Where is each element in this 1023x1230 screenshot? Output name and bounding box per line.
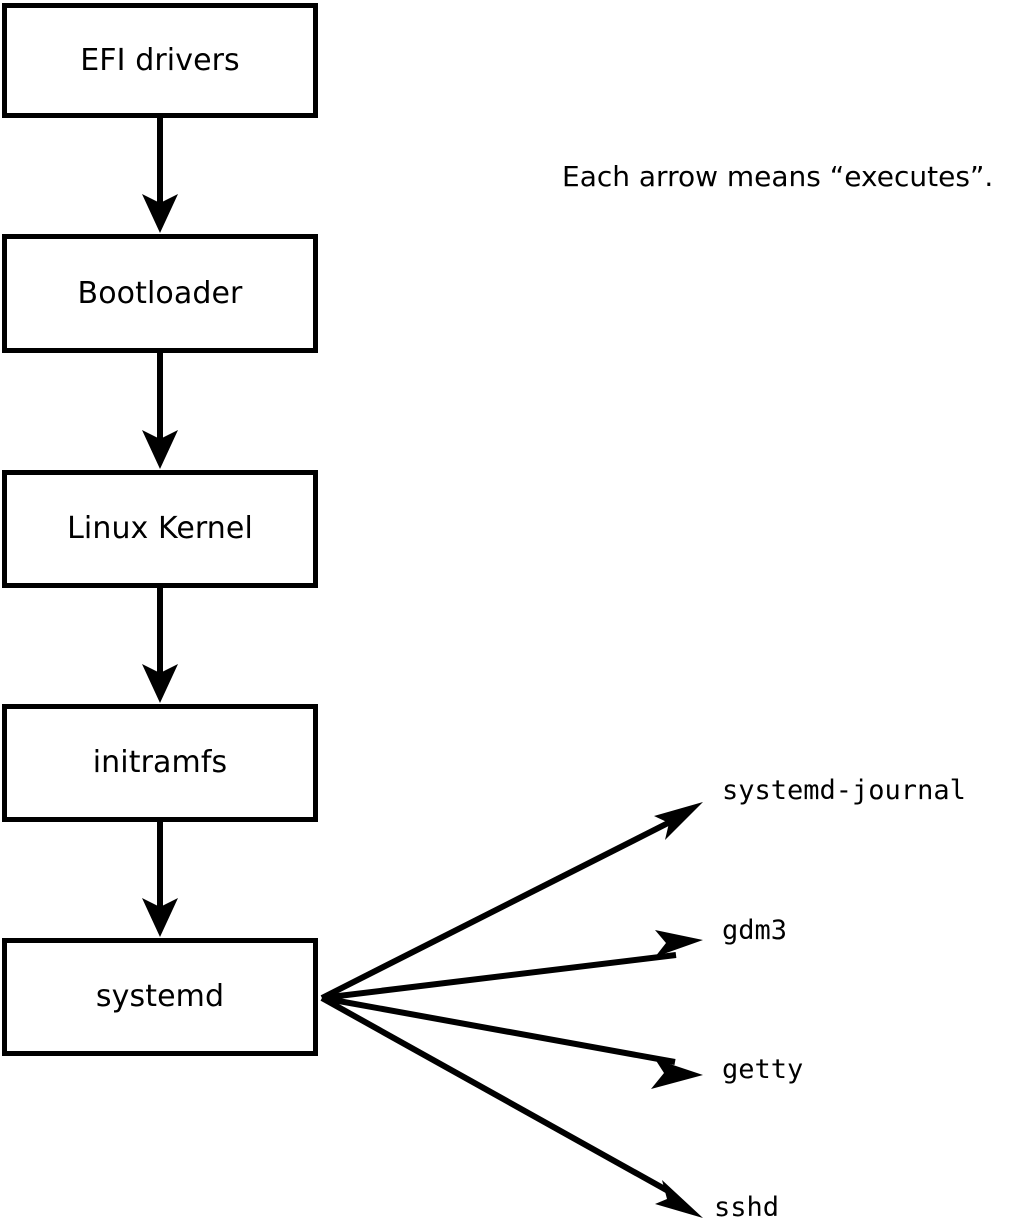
boot-stage-box-efi-drivers[interactable]: EFI drivers [2,3,318,118]
boot-stage-box-systemd[interactable]: systemd [2,938,318,1056]
chain-arrow-efi-to-bootloader [142,117,178,233]
legend-note: Each arrow means “executes”. [562,160,994,193]
process-label-gdm3[interactable]: gdm3 [722,915,788,946]
chain-arrow-initramfs-to-systemd [142,821,178,937]
boot-stage-label: initramfs [92,745,228,780]
boot-stage-label: EFI drivers [80,42,240,78]
chain-arrow-kernel-to-initramfs [142,587,178,703]
boot-stage-box-initramfs[interactable]: initramfs [2,704,318,822]
boot-stage-label: systemd [95,979,225,1014]
boot-stage-box-linux-kernel[interactable]: Linux Kernel [2,470,318,588]
boot-stage-label: Linux Kernel [67,511,253,546]
process-label-systemd-journal[interactable]: systemd-journal [722,775,966,806]
process-label-getty[interactable]: getty [722,1054,804,1085]
fanout-arrow-systemd-journal [320,802,703,1001]
fanout-arrow-gdm3 [321,930,703,1001]
process-label-sshd[interactable]: sshd [714,1192,780,1223]
fanout-arrow-sshd [320,995,703,1218]
boot-stage-label: Bootloader [77,275,243,311]
chain-arrow-bootloader-to-kernel [142,352,178,469]
fanout-arrow-getty [321,995,703,1089]
boot-stage-box-bootloader[interactable]: Bootloader [2,234,318,353]
